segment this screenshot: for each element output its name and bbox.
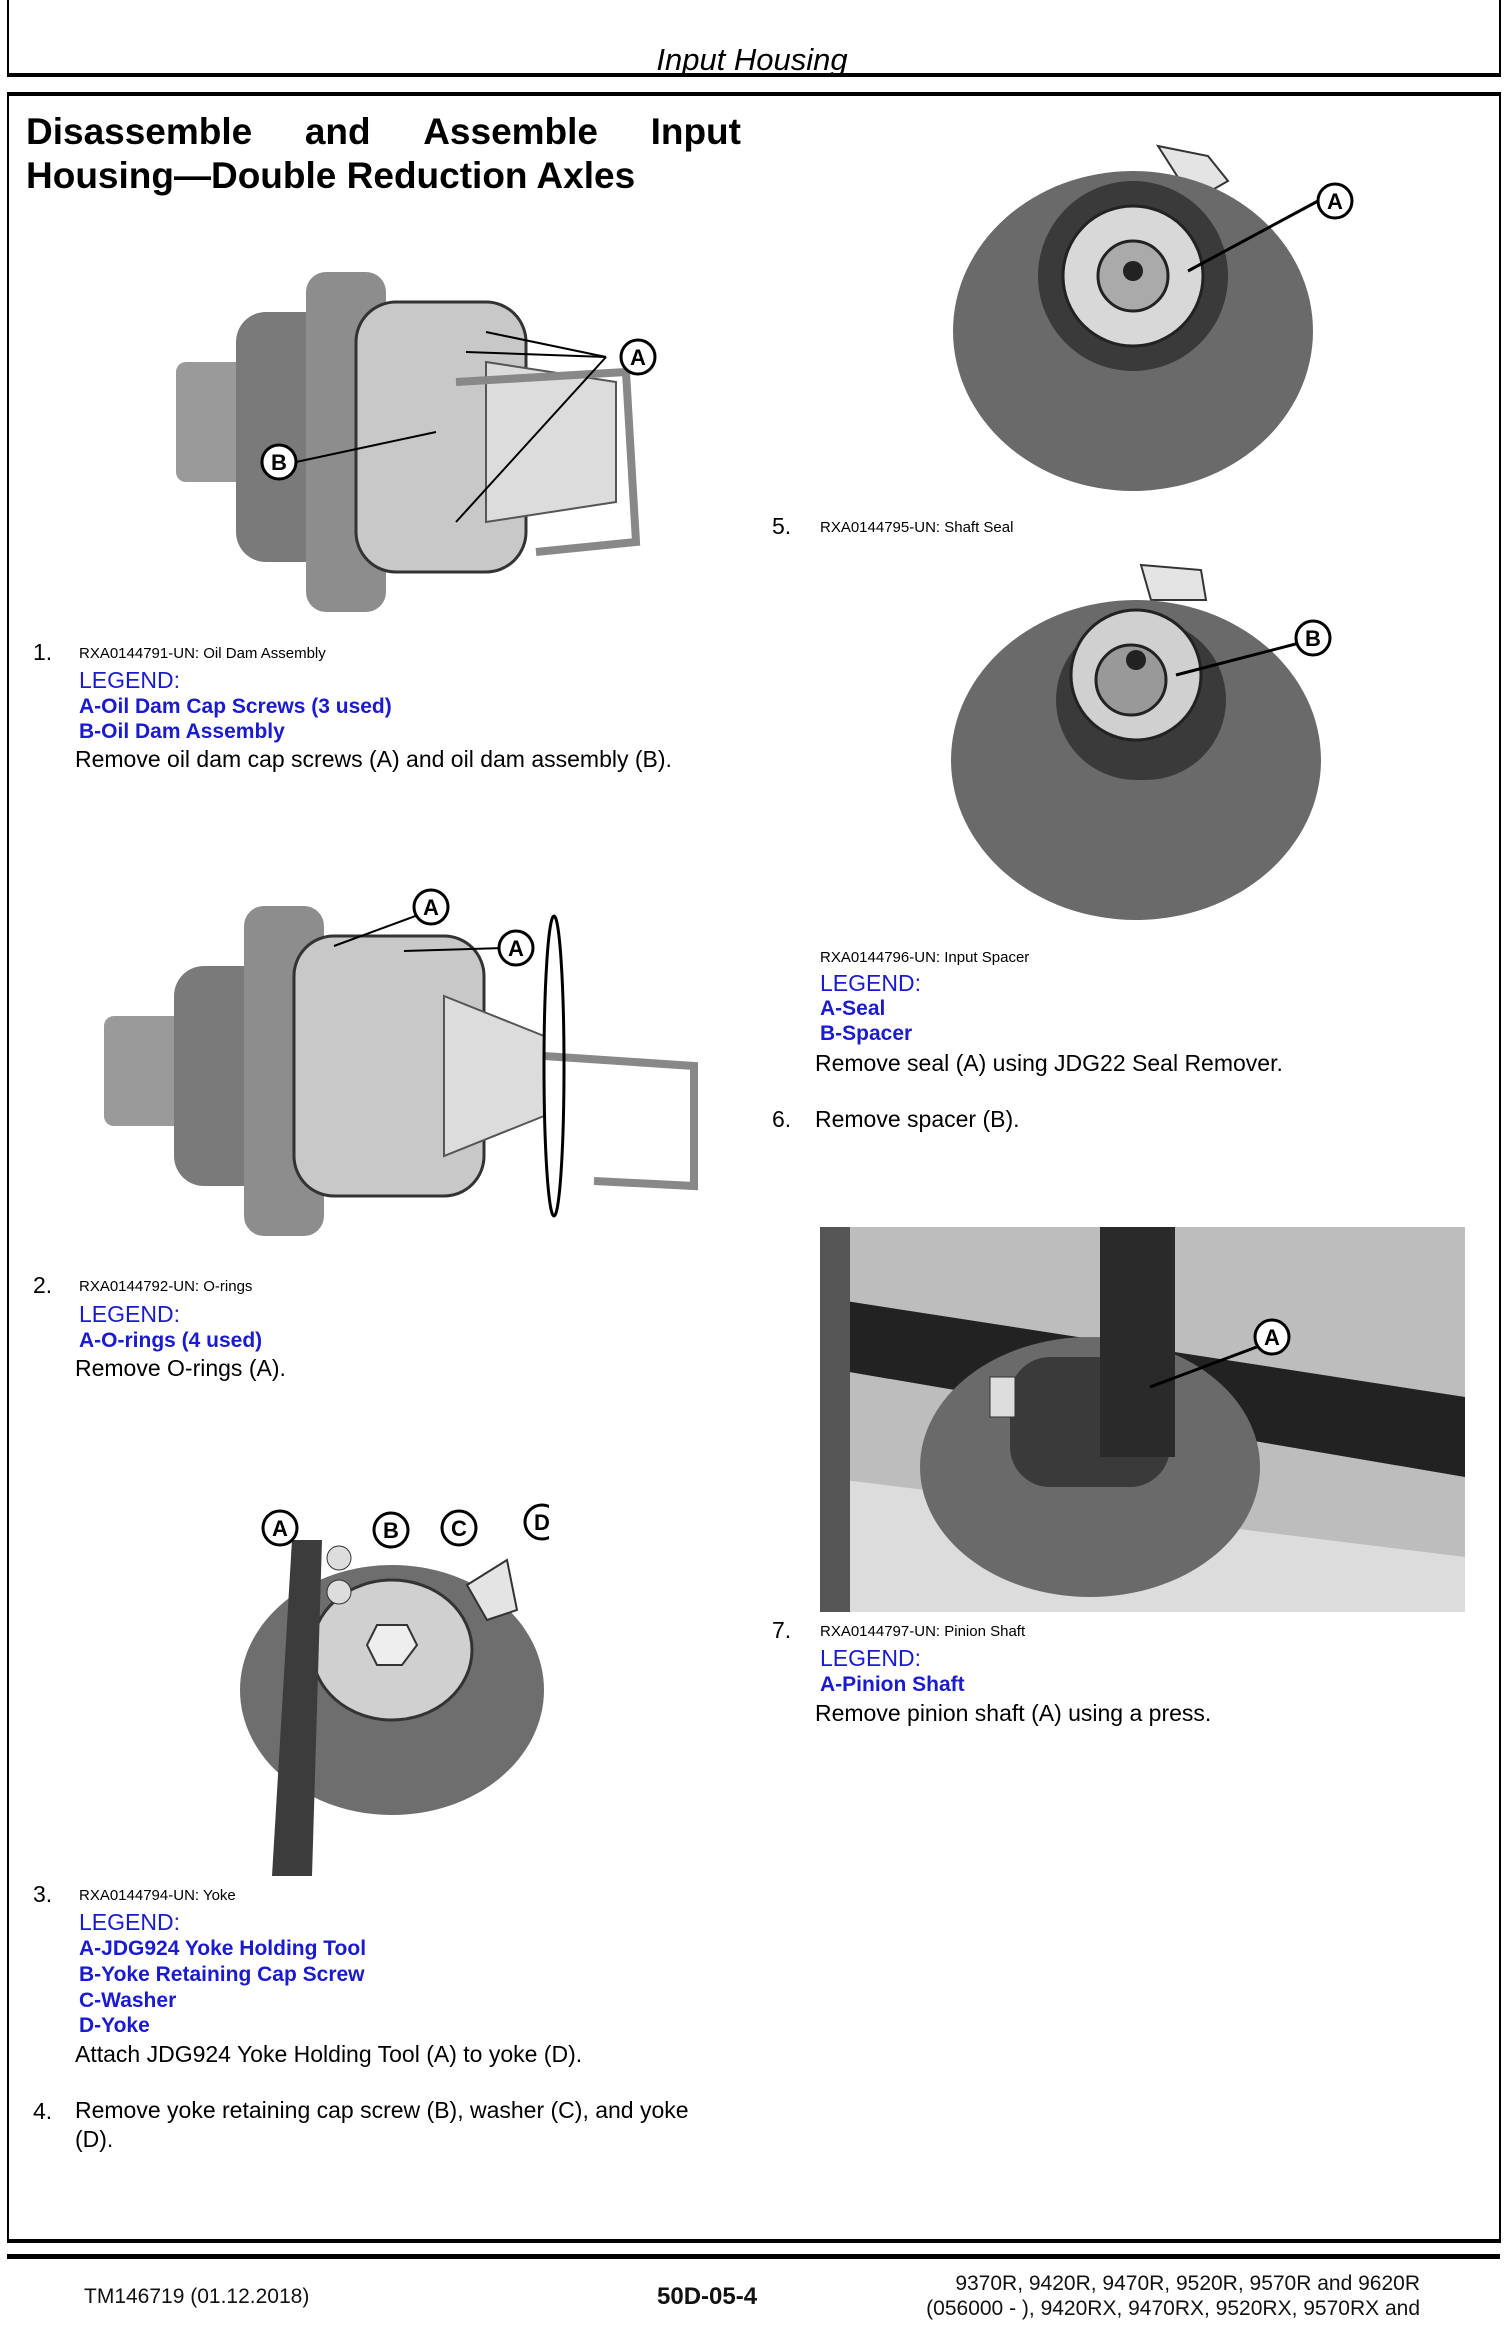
legend-item: A-JDG924 Yoke Holding Tool [79, 1937, 367, 1960]
title-word: Input [650, 111, 741, 152]
o-rings-figure: A A [104, 888, 698, 1236]
step-number: 4. [33, 2098, 53, 2124]
callout-label: A [1264, 1325, 1280, 1350]
callout-label: A [272, 1516, 288, 1541]
footer-page-number: 50D-05-4 [657, 2283, 758, 2310]
callout-label: B [1305, 626, 1321, 651]
figure-caption: RXA0144792-UN: O-rings [79, 1278, 253, 1295]
figure-caption: RXA0144796-UN: Input Spacer [820, 949, 1030, 966]
legend-label: LEGEND: [79, 667, 180, 693]
title-word: Assemble [423, 111, 598, 152]
header-box [7, 0, 1501, 77]
legend-label: LEGEND: [79, 1909, 180, 1935]
shaft-seal-figure: A [953, 144, 1354, 491]
step-number: 7. [772, 1617, 792, 1643]
footer-doc-id: TM146719 (01.12.2018) [84, 2285, 310, 2308]
step-text: (D). [75, 2126, 114, 2152]
callout-label: B [383, 1518, 399, 1543]
callout-label: C [451, 1516, 467, 1541]
pinion-shaft-figure: A [820, 1227, 1465, 1612]
page-title: Disassemble and Assemble Input [26, 110, 741, 154]
section-header: Input Housing [656, 42, 848, 77]
step-number: 3. [33, 1881, 53, 1907]
step-text: Remove oil dam cap screws (A) and oil da… [75, 746, 672, 772]
step-text: Remove seal (A) using JDG22 Seal Remover… [815, 1050, 1283, 1076]
legend-item: B-Oil Dam Assembly [79, 720, 285, 743]
step-number: 1. [33, 639, 53, 665]
callout-label: A [1327, 189, 1343, 214]
legend-item: D-Yoke [79, 2014, 150, 2037]
legend-label: LEGEND: [820, 970, 921, 996]
step-text: Attach JDG924 Yoke Holding Tool (A) to y… [75, 2041, 583, 2067]
footer-rule [7, 2254, 1500, 2259]
title-word: and [304, 111, 371, 152]
legend-item: A-Seal [820, 997, 886, 1020]
input-spacer-figure: B [951, 563, 1332, 920]
footer-models: (056000 - ), 9420RX, 9470RX, 9520RX, 957… [926, 2297, 1420, 2320]
legend-label: LEGEND: [820, 1645, 921, 1671]
figure-caption: RXA0144791-UN: Oil Dam Assembly [79, 645, 326, 662]
step-text: Remove spacer (B). [815, 1106, 1020, 1132]
legend-item: C-Washer [79, 1989, 177, 2012]
callout-label: B [271, 450, 287, 475]
legend-item: A-O-rings (4 used) [79, 1329, 263, 1352]
callout-label: D [534, 1510, 549, 1535]
step-text: Remove O-rings (A). [75, 1355, 286, 1381]
figure-caption: RXA0144794-UN: Yoke [79, 1887, 236, 1904]
step-number: 5. [772, 513, 792, 539]
page-title-line2: Housing—Double Reduction Axles [26, 155, 636, 196]
callout-label: A [508, 936, 524, 961]
step-text: Remove pinion shaft (A) using a press. [815, 1700, 1212, 1726]
legend-item: A-Pinion Shaft [820, 1673, 965, 1696]
title-word: Disassemble [26, 111, 253, 152]
legend-label: LEGEND: [79, 1301, 180, 1327]
footer-models: 9370R, 9420R, 9470R, 9520R, 9570R and 96… [955, 2272, 1420, 2295]
callout-label: A [630, 345, 646, 370]
legend-item: A-Oil Dam Cap Screws (3 used) [79, 695, 392, 718]
legend-item: B-Spacer [820, 1022, 913, 1045]
oil-dam-assembly-figure: A B [176, 272, 657, 612]
content-box [7, 92, 1501, 2243]
yoke-figure: A B C D [240, 1503, 549, 1876]
step-number: 2. [33, 1272, 53, 1298]
step-number: 6. [772, 1106, 792, 1132]
legend-item: B-Yoke Retaining Cap Screw [79, 1963, 365, 1986]
figure-caption: RXA0144797-UN: Pinion Shaft [820, 1623, 1026, 1640]
step-text: Remove yoke retaining cap screw (B), was… [75, 2097, 689, 2123]
callout-label: A [423, 895, 439, 920]
figure-caption: RXA0144795-UN: Shaft Seal [820, 519, 1014, 536]
